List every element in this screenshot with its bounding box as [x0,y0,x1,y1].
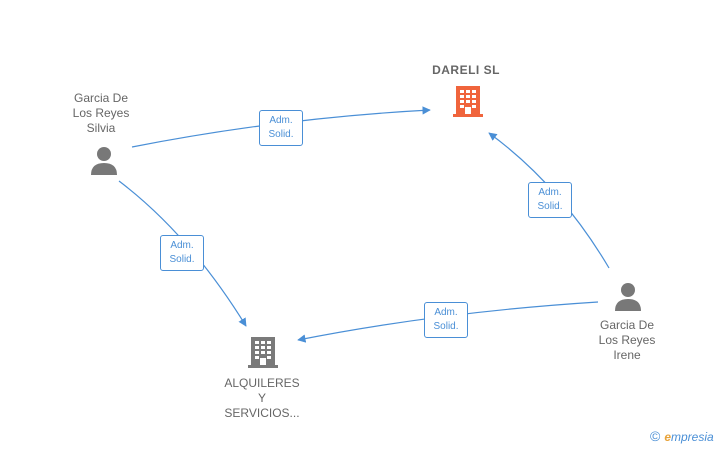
edge-label-silvia-alquileres[interactable]: Adm. Solid. [160,235,204,271]
irene-name[interactable]: Garcia De Los Reyes Irene [582,318,672,363]
edge-label-irene-alquileres[interactable]: Adm. Solid. [424,302,468,338]
edge-label-irene-dareli[interactable]: Adm. Solid. [528,182,572,218]
silvia-name-line-1: Garcia De [73,91,129,105]
brand-logo: ©empresia [650,428,714,444]
silvia-name[interactable]: Garcia De Los Reyes Silvia [56,91,146,136]
edge-label-role: Adm. [434,307,458,318]
building-icon[interactable] [452,84,484,123]
alquileres-name-line-1: ALQUILERES [224,376,300,390]
edge-label-type: Solid. [433,321,459,332]
irene-name-line-2: Los Reyes [598,333,656,347]
edge-label-role: Adm. [538,187,562,198]
building-icon[interactable] [247,335,279,374]
alquileres-name[interactable]: ALQUILERES Y SERVICIOS... [212,376,312,421]
silvia-name-line-3: Silvia [86,121,116,135]
brand-initial: e [664,430,672,444]
person-icon[interactable] [612,281,644,318]
edge-label-role: Adm. [170,240,194,251]
alquileres-name-line-3: SERVICIOS... [224,406,300,420]
edge-label-silvia-dareli[interactable]: Adm. Solid. [259,110,303,146]
edge-label-type: Solid. [169,254,195,265]
edge-label-type: Solid. [268,129,294,140]
copyright-symbol: © [650,428,661,444]
alquileres-name-line-2: Y [257,391,266,405]
dareli-name[interactable]: DARELI SL [432,63,500,77]
irene-name-line-3: Irene [613,348,641,362]
brand-name: mpresia [671,430,714,444]
edge-label-type: Solid. [537,201,563,212]
person-icon[interactable] [88,145,120,182]
irene-name-line-1: Garcia De [599,318,655,332]
edge-label-role: Adm. [269,115,293,126]
silvia-name-line-2: Los Reyes [72,106,130,120]
